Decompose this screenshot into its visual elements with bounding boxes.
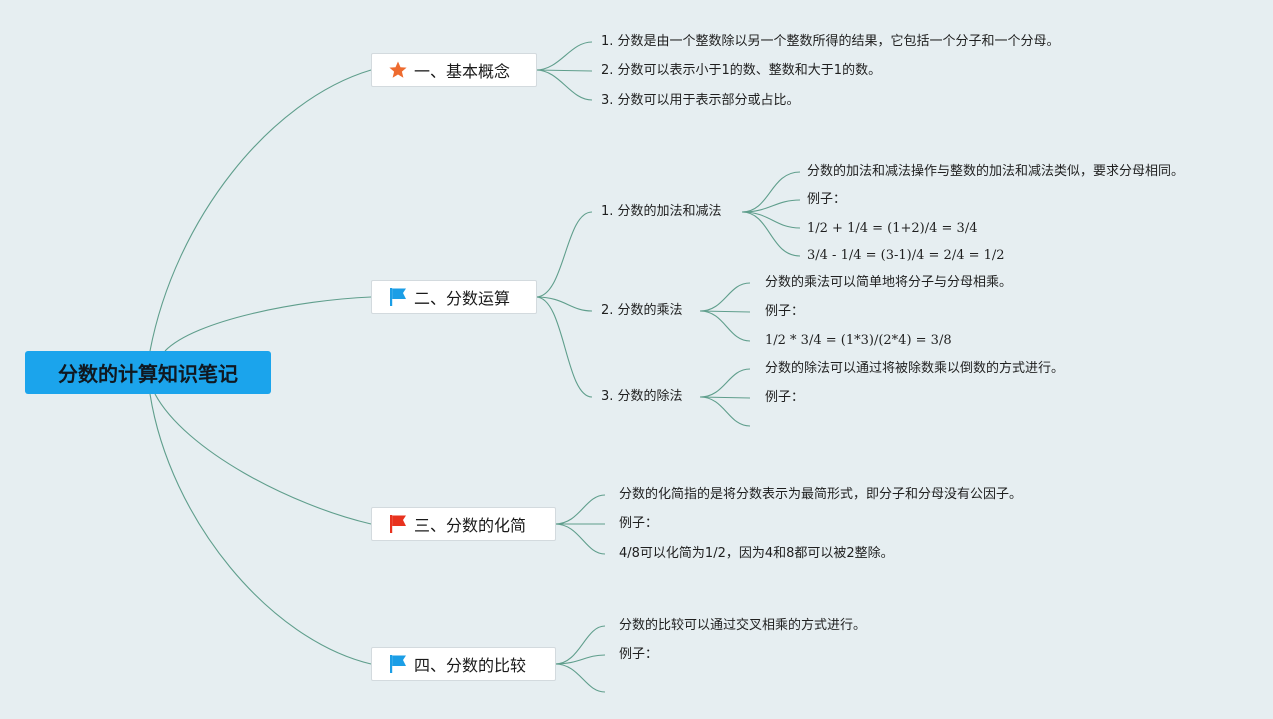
connector-s1-i2 — [535, 69, 593, 101]
connector-s2-sub0 — [535, 211, 593, 298]
connector-s3-i2 — [554, 523, 606, 555]
connector-sub1-i1 — [699, 310, 751, 313]
topic-title: 二、分数运算 — [414, 289, 511, 308]
leaf-item[interactable]: 例子： — [619, 647, 659, 662]
topic-comparison[interactable]: 四、分数的比较 — [371, 647, 556, 681]
root-title: 分数的计算知识笔记 — [58, 362, 238, 386]
leaf-item[interactable]: 例子： — [765, 304, 805, 319]
connector-sub2-i2 — [699, 396, 751, 427]
leaf-item[interactable]: 分数的加法和减法操作与整数的加法和减法类似，要求分母相同。 — [807, 164, 1185, 179]
connector-root-s4 — [149, 393, 372, 665]
connector-s1-i1 — [535, 69, 593, 72]
leaf-item[interactable]: 1/2 * 3/4 = (1*3)/(2*4) = 3/8 — [765, 333, 952, 348]
leaf-item[interactable]: 分数的除法可以通过将被除数乘以倒数的方式进行。 — [765, 361, 1065, 376]
leaf-item[interactable]: 1. 分数是由一个整数除以另一个整数所得的结果，它包括一个分子和一个分母。 — [601, 34, 1060, 49]
leaf-item[interactable]: 3. 分数可以用于表示部分或占比。 — [601, 93, 800, 108]
star-icon — [388, 60, 408, 80]
topic-title: 四、分数的比较 — [414, 656, 527, 675]
subtopic-addition-subtraction[interactable]: 1. 分数的加法和减法 — [601, 204, 722, 219]
connector-s3-i0 — [554, 494, 606, 525]
connector-sub0-i0 — [741, 171, 801, 213]
connector-s2-sub1 — [535, 296, 593, 312]
connector-sub2-i1 — [699, 396, 751, 399]
connector-s4-i1 — [554, 654, 606, 665]
topic-simplification[interactable]: 三、分数的化简 — [371, 507, 556, 541]
leaf-item[interactable]: 例子： — [765, 390, 805, 405]
subtopic-multiplication[interactable]: 2. 分数的乘法 — [601, 303, 683, 318]
connector-root-s3 — [154, 393, 372, 525]
leaf-item[interactable]: 分数的化简指的是将分数表示为最简形式，即分子和分母没有公因子。 — [619, 487, 1023, 502]
blue-flag-icon — [388, 654, 408, 674]
connector-sub1-i2 — [699, 310, 751, 342]
leaf-item[interactable]: 分数的比较可以通过交叉相乘的方式进行。 — [619, 618, 867, 633]
topic-title: 三、分数的化简 — [414, 516, 527, 535]
topic-title: 一、基本概念 — [414, 62, 511, 81]
leaf-item[interactable]: 4/8可以化简为1/2，因为4和8都可以被2整除。 — [619, 546, 894, 561]
connector-s2-sub2 — [535, 296, 593, 398]
connector-sub2-i0 — [699, 368, 751, 398]
leaf-item[interactable]: 例子： — [619, 516, 659, 531]
connector-s1-i0 — [535, 41, 593, 71]
topic-basic-concepts[interactable]: 一、基本概念 — [371, 53, 537, 87]
leaf-item[interactable]: 3/4 - 1/4 = (3-1)/4 = 2/4 = 1/2 — [807, 248, 1005, 263]
connector-sub0-i2 — [741, 211, 801, 229]
leaf-item[interactable]: 分数的乘法可以简单地将分子与分母相乘。 — [765, 275, 1013, 290]
connector-root-s1 — [149, 69, 372, 352]
connector-sub0-i3 — [741, 211, 801, 257]
connector-s4-i2 — [554, 663, 606, 693]
leaf-item[interactable]: 2. 分数可以表示小于1的数、整数和大于1的数。 — [601, 63, 882, 78]
leaf-item[interactable]: 例子： — [807, 192, 847, 207]
subtopic-division[interactable]: 3. 分数的除法 — [601, 389, 683, 404]
leaf-item[interactable]: 1/2 + 1/4 = (1+2)/4 = 3/4 — [807, 221, 978, 236]
connector-sub1-i0 — [699, 282, 751, 312]
root-topic[interactable]: 分数的计算知识笔记 — [25, 351, 271, 394]
connector-s4-i0 — [554, 625, 606, 665]
connector-sub0-i1 — [741, 199, 801, 213]
blue-flag-icon — [388, 287, 408, 307]
topic-fraction-operations[interactable]: 二、分数运算 — [371, 280, 537, 314]
red-flag-icon — [388, 514, 408, 534]
connector-root-s2 — [164, 296, 372, 352]
